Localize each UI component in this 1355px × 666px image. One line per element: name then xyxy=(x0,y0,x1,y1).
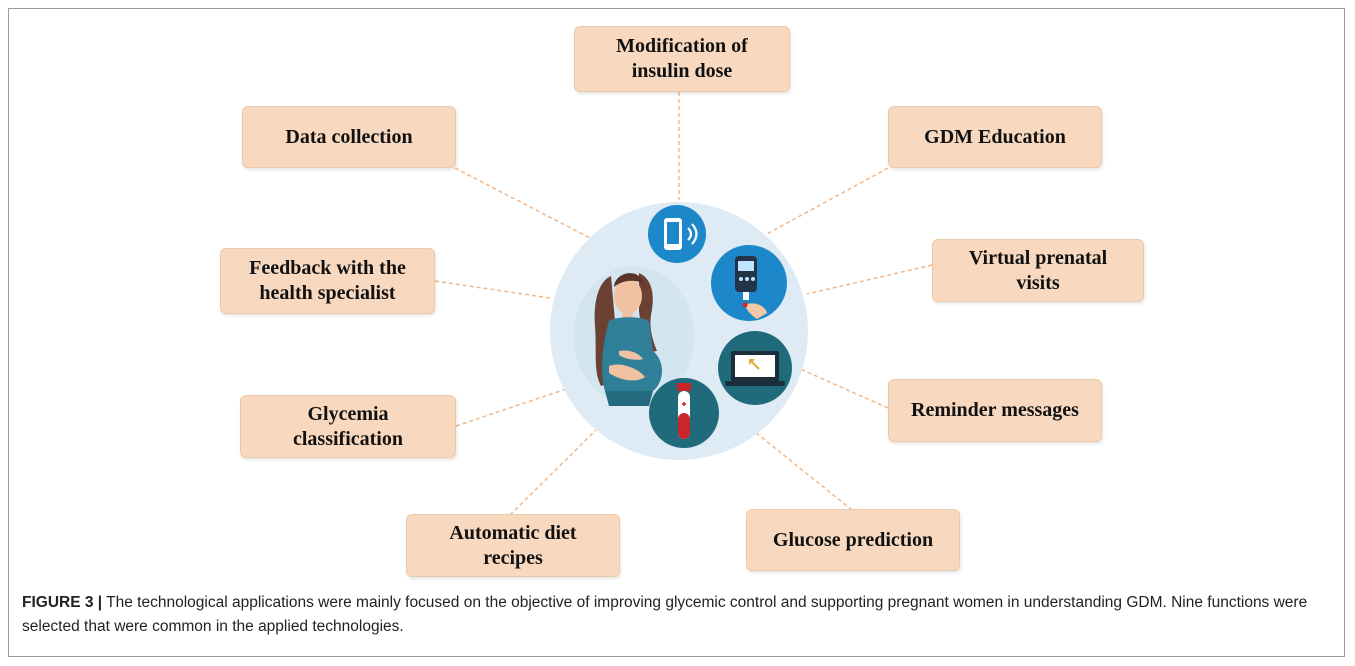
function-box-gdm-education: GDM Education xyxy=(888,106,1102,168)
function-box-glycemia: Glycemia classification xyxy=(240,395,456,458)
function-box-insulin: Modification of insulin dose xyxy=(574,26,790,92)
connector-feedback xyxy=(434,280,551,299)
connector-glucose xyxy=(739,419,853,511)
figure-caption: FIGURE 3 | The technological application… xyxy=(22,591,1322,639)
pregnant-woman-icon xyxy=(594,273,662,406)
function-label-glucose: Glucose prediction xyxy=(772,528,934,551)
blood-tube-icon xyxy=(649,378,719,448)
central-hub xyxy=(550,202,808,460)
function-label-gdm-education: GDM Education xyxy=(924,125,1066,148)
figure-frame xyxy=(8,8,1345,657)
smartphone-wireless-icon xyxy=(648,205,706,263)
function-label-reminder: Reminder messages xyxy=(911,399,1079,421)
function-box-feedback: Feedback with the health specialist xyxy=(220,248,435,314)
connector-prenatal xyxy=(806,264,933,295)
function-label-insulin: Modification of insulin dose xyxy=(616,35,748,82)
connector-data xyxy=(454,167,591,239)
connector-diet xyxy=(509,429,597,516)
laptop-icon xyxy=(718,331,792,405)
connector-education xyxy=(764,167,889,236)
function-label-diet: Automatic diet recipes xyxy=(449,521,577,569)
connector-glycemia xyxy=(455,388,567,427)
function-box-data-collection: Data collection xyxy=(242,106,456,168)
function-box-reminder: Reminder messages xyxy=(888,379,1102,442)
figure-caption-label: FIGURE 3 | xyxy=(22,594,103,611)
function-label-virtual-prenatal: Virtual prenatal visits xyxy=(968,246,1108,294)
function-box-glucose: Glucose prediction xyxy=(746,509,960,571)
figure-caption-text: The technological applications were main… xyxy=(22,594,1308,635)
connector-reminder xyxy=(797,367,889,409)
function-box-virtual-prenatal: Virtual prenatal visits xyxy=(932,239,1144,302)
function-label-data-collection: Data collection xyxy=(285,125,413,148)
glucometer-icon xyxy=(711,245,787,321)
function-box-diet: Automatic diet recipes xyxy=(406,514,620,577)
function-label-feedback: Feedback with the health specialist xyxy=(249,257,406,304)
function-label-glycemia: Glycemia classification xyxy=(293,402,403,450)
